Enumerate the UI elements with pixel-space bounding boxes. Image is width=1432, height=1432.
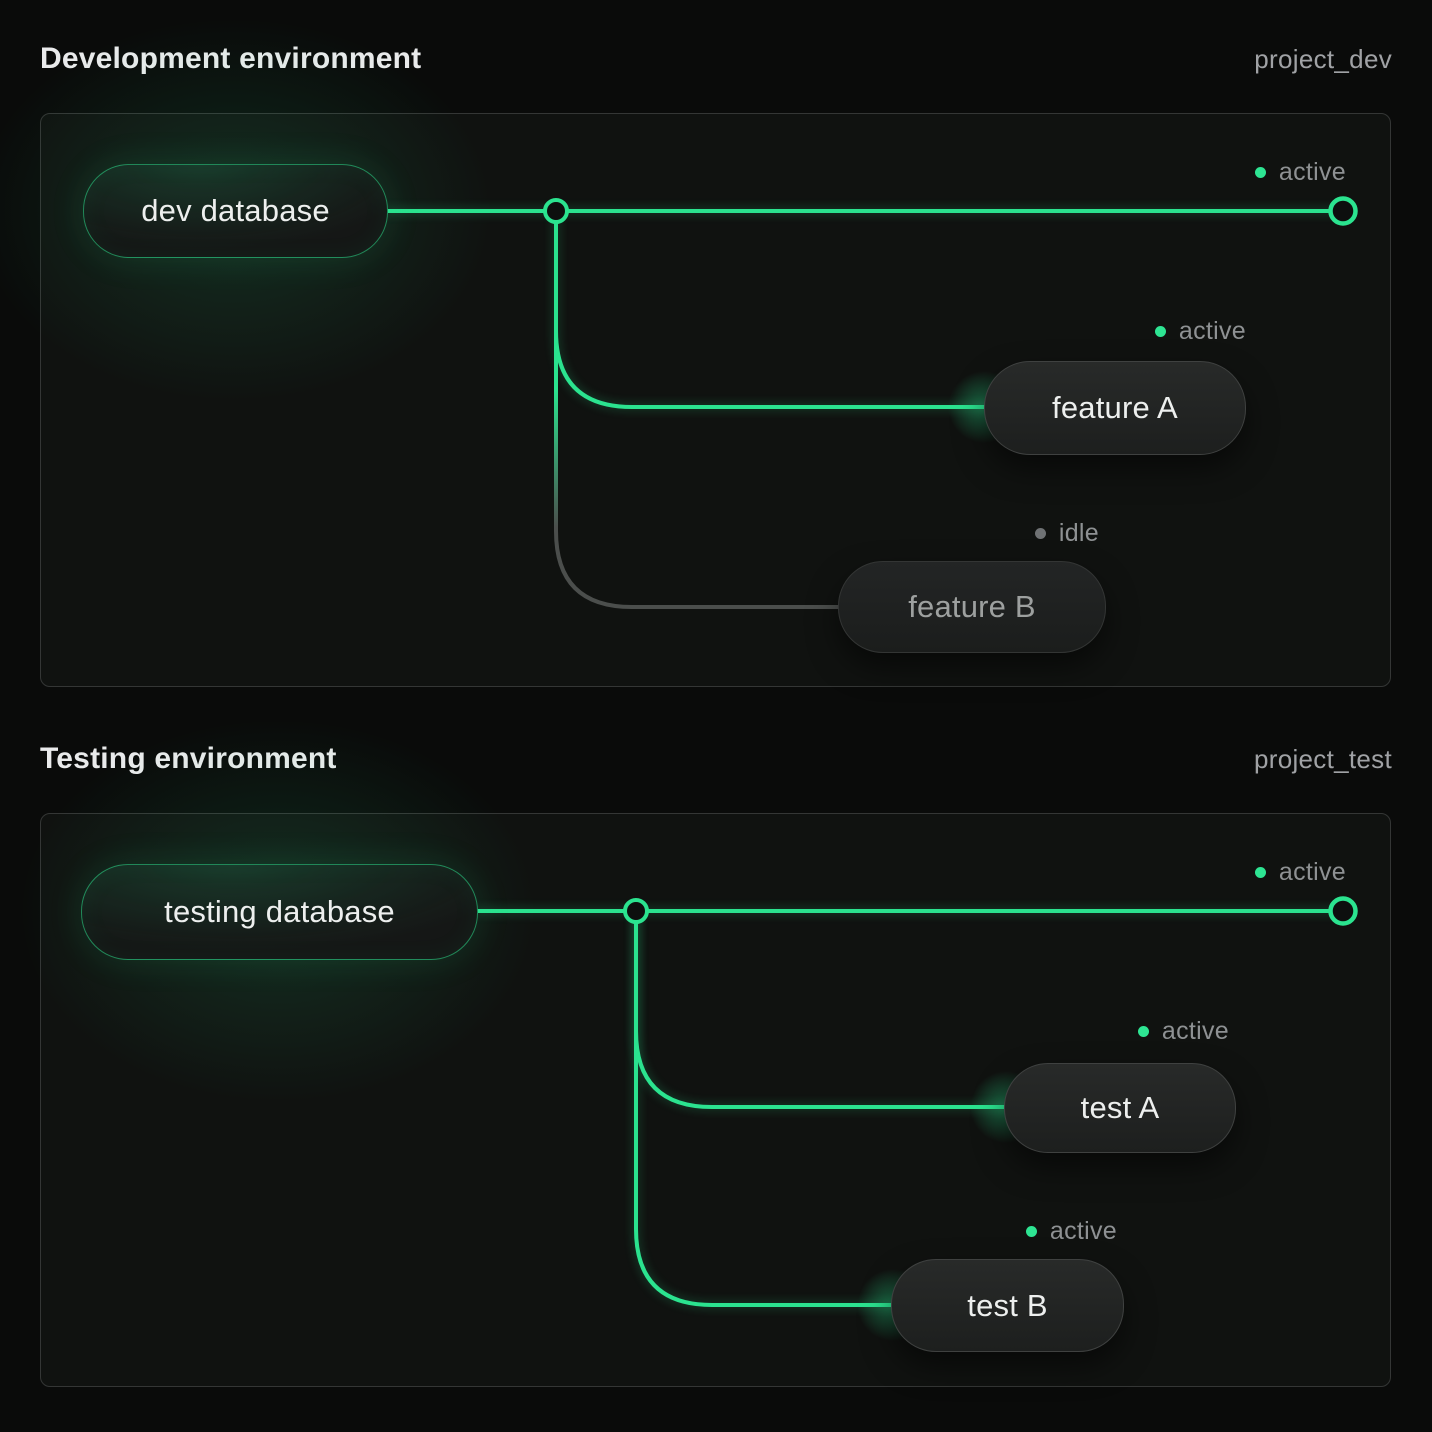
main-branch-status: active (1254, 157, 1346, 187)
test-branch-graph (476, 896, 1358, 1307)
status-text: active (1278, 157, 1346, 186)
status-text: active (1049, 1216, 1117, 1245)
status-text: active (1278, 857, 1346, 886)
active-status-dot (1254, 866, 1266, 878)
idle-status-dot (1034, 527, 1046, 539)
test-env-header: Testing environment project_test (40, 742, 1392, 776)
dev-database-label: dev database (141, 193, 330, 228)
feature-b-branch-line (554, 211, 841, 609)
active-status-dot (1025, 1225, 1037, 1237)
test-b-status: active (1025, 1216, 1117, 1246)
dev-branch-graph (386, 196, 1358, 609)
feature-b-pill[interactable]: feature B (838, 561, 1106, 653)
main-endpoint-node[interactable] (1328, 896, 1358, 926)
status-text: active (1161, 1016, 1229, 1045)
test-a-status: active (1137, 1016, 1229, 1046)
dev-project-name: project_dev (1254, 44, 1392, 74)
test-project-name: project_test (1253, 744, 1392, 774)
dev-env-header: Development environment project_dev (40, 42, 1392, 76)
feature-a-status: active (1154, 316, 1246, 346)
junction-node[interactable] (623, 898, 649, 924)
feature-a-pill[interactable]: feature A (984, 361, 1246, 455)
dev-database-pill[interactable]: dev database (83, 164, 388, 258)
junction-node[interactable] (543, 198, 569, 224)
main-branch-status: active (1254, 857, 1346, 887)
testing-database-label: testing database (164, 894, 395, 929)
test-a-label: test A (1080, 1090, 1160, 1125)
test-b-pill[interactable]: test B (891, 1259, 1124, 1352)
active-status-dot (1154, 325, 1166, 337)
status-text: idle (1058, 518, 1099, 547)
test-env-title: Testing environment (40, 742, 337, 775)
test-a-pill[interactable]: test A (1004, 1063, 1236, 1153)
test-branch-canvas: testing database active active test A ac… (0, 651, 1391, 1387)
feature-a-label: feature A (1052, 390, 1178, 425)
test-b-branch-line (634, 911, 893, 1307)
feature-a-branch-line (554, 211, 986, 409)
test-a-branch-line (634, 911, 1006, 1109)
testing-database-pill[interactable]: testing database (81, 864, 478, 960)
active-status-dot (1137, 1025, 1149, 1037)
test-b-label: test B (967, 1287, 1048, 1323)
dev-env-title: Development environment (40, 42, 422, 75)
status-text: active (1178, 316, 1246, 345)
dev-branch-canvas: dev database active active feature A idl… (0, 0, 1391, 687)
feature-b-label: feature B (908, 589, 1036, 624)
active-status-dot (1254, 166, 1266, 178)
feature-b-status: idle (1034, 518, 1099, 548)
main-endpoint-node[interactable] (1328, 196, 1358, 226)
